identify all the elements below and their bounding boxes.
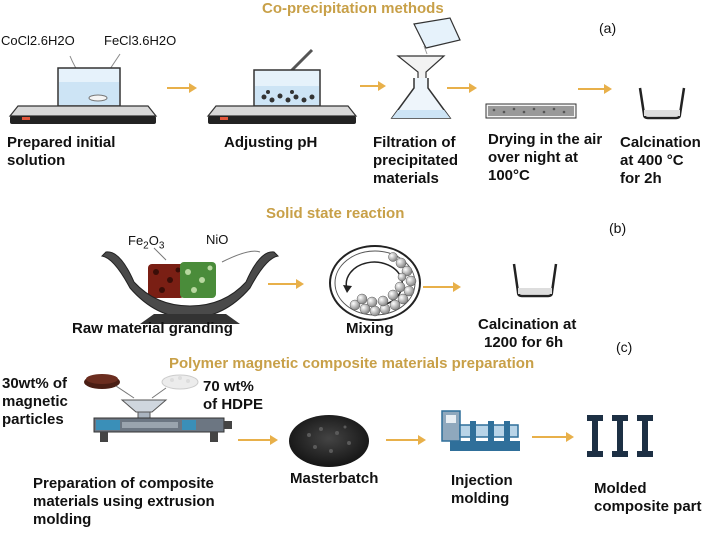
step-b2-line1: Mixing — [346, 320, 394, 337]
input-magnetic-line1: 30wt% of — [2, 375, 68, 392]
step-c3-line2: molding — [451, 490, 510, 507]
reagent-nio: NiO — [206, 232, 229, 247]
input-hdpe-line1: 70 wt% — [203, 378, 254, 395]
step-a2-label: Adjusting pH — [224, 134, 317, 152]
step-a1-line1: Prepared initial — [7, 134, 116, 151]
arrow-c1 — [238, 435, 278, 445]
step-a4-label: Drying in the air over night at 100°C — [488, 131, 602, 185]
panel-label-c: (c) — [616, 339, 633, 355]
panel-label-b-text: (b) — [609, 220, 627, 236]
filtration-flask-icon — [390, 17, 461, 119]
arrow-a3 — [447, 83, 477, 93]
reagent-cocl2: CoCl2.6H2O — [1, 33, 75, 48]
step-b1-label: Raw material granding — [72, 320, 233, 338]
step-a1-label: Prepared initial solution — [7, 134, 115, 170]
step-c1-line1: Preparation of composite — [33, 475, 214, 492]
input-magnetic-label: 30wt% of magnetic particles — [2, 375, 68, 429]
section-b-title: Solid state reaction — [266, 205, 405, 222]
fe2o3-fe: Fe — [128, 233, 144, 248]
step-c1-line2: materials using extrusion — [33, 493, 215, 510]
step-b3-label: Calcination at 1200 for 6h — [478, 316, 576, 352]
injection-machine-icon — [441, 410, 520, 451]
step-c1-line3: molding — [33, 511, 92, 528]
beaker-hotplate-icon — [8, 53, 158, 124]
section-c-title: Polymer magnetic composite materials pre… — [169, 355, 535, 372]
mortar-grinding-icon — [100, 247, 280, 324]
arrow-c2 — [386, 435, 426, 445]
fe2o3-sub1: 2 — [143, 240, 149, 252]
step-c2-line1: Masterbatch — [290, 470, 379, 487]
input-hdpe-label: 70 wt% of HDPE — [203, 378, 263, 414]
drying-tray-icon — [485, 103, 577, 119]
step-a3-line1: Filtration of — [373, 134, 456, 151]
fe2o3-sub2: 3 — [158, 240, 165, 252]
arrow-a1 — [167, 83, 197, 93]
extruder-icon — [84, 374, 232, 442]
input-magnetic-line3: particles — [2, 411, 64, 428]
step-b3-line2: 1200 for 6h — [484, 334, 564, 351]
step-a4-line3: 100°C — [488, 167, 530, 184]
arrow-a2 — [360, 81, 386, 91]
input-magnetic-line2: magnetic — [2, 393, 68, 410]
step-a4-line2: over night at — [488, 149, 579, 166]
step-c4-line2: composite part — [594, 498, 702, 515]
step-a5-label: Calcination at 400 °C for 2h — [620, 134, 701, 188]
step-c3-line1: Injection — [451, 472, 513, 489]
step-a5-line2: at 400 °C — [620, 152, 684, 169]
crucible-b-icon — [512, 263, 558, 298]
step-a2-line1: Adjusting pH — [224, 134, 318, 151]
step-c1-label: Preparation of composite materials using… — [33, 475, 215, 529]
input-hdpe-line2: of HDPE — [203, 396, 263, 413]
step-a4-line1: Drying in the air — [488, 131, 603, 148]
step-c2-label: Masterbatch — [290, 470, 378, 488]
ball-mill-icon — [329, 245, 421, 321]
fe2o3-o: O — [148, 233, 159, 248]
panel-label-a: (a) — [599, 20, 617, 36]
arrow-b1 — [268, 279, 304, 289]
reagent-fe2o3: Fe2O3 — [128, 233, 164, 254]
step-a3-line3: materials — [373, 170, 439, 187]
molded-part-icon — [587, 415, 653, 457]
reagent-fecl3: FeCl3.6H2O — [104, 33, 177, 48]
step-b3-line1: Calcination at — [478, 316, 577, 333]
step-a3-label: Filtration of precipitated materials — [373, 134, 458, 188]
step-b2-label: Mixing — [346, 320, 394, 338]
arrow-b2 — [423, 282, 461, 292]
step-b1-line1: Raw material granding — [72, 320, 233, 337]
arrow-a4 — [578, 84, 612, 94]
masterbatch-icon — [289, 415, 369, 467]
arrow-c3 — [532, 432, 574, 442]
step-a3-line2: precipitated — [373, 152, 459, 169]
crucible-icon — [638, 87, 686, 120]
section-a-title: Co-precipitation methods — [262, 0, 444, 17]
step-a1-line2: solution — [7, 152, 66, 169]
step-a5-line3: for 2h — [620, 170, 662, 187]
panel-label-b: (b) — [609, 221, 626, 236]
step-a5-line1: Calcination — [620, 134, 701, 151]
step-c4-line1: Molded — [594, 480, 647, 497]
step-c4-label: Molded composite part — [594, 480, 702, 516]
beaker-ph-icon — [206, 48, 358, 124]
step-c3-label: Injection molding — [451, 472, 513, 508]
